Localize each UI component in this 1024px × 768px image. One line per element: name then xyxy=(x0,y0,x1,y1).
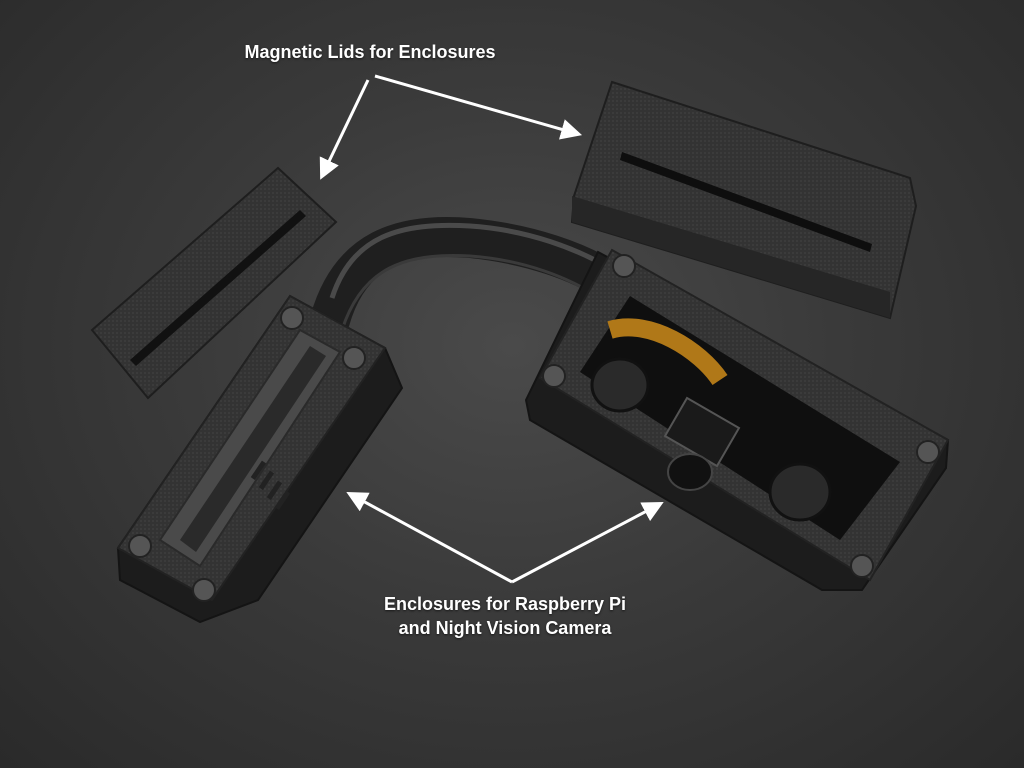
enclosures-label: Enclosures for Raspberry Pi and Night Vi… xyxy=(330,592,680,640)
cable-conduit xyxy=(310,216,630,340)
enclosure-arrows xyxy=(346,491,664,584)
small-magnetic-lid xyxy=(90,166,338,400)
enclosures-label-line1: Enclosures for Raspberry Pi xyxy=(383,594,627,614)
camera-enclosure xyxy=(524,248,950,591)
arrow-to-camera-enclosure xyxy=(511,502,664,584)
arrow-to-large-lid xyxy=(374,74,583,140)
large-magnetic-lid xyxy=(570,80,918,320)
raspberry-pi-enclosure xyxy=(116,294,404,624)
arrow-to-small-lid xyxy=(319,79,370,180)
arrow-to-pi-enclosure xyxy=(346,491,513,584)
magnetic-lids-label: Magnetic Lids for Enclosures xyxy=(244,42,496,62)
lid-arrows xyxy=(319,74,583,180)
enclosures-label-line2: and Night Vision Camera xyxy=(398,618,612,638)
